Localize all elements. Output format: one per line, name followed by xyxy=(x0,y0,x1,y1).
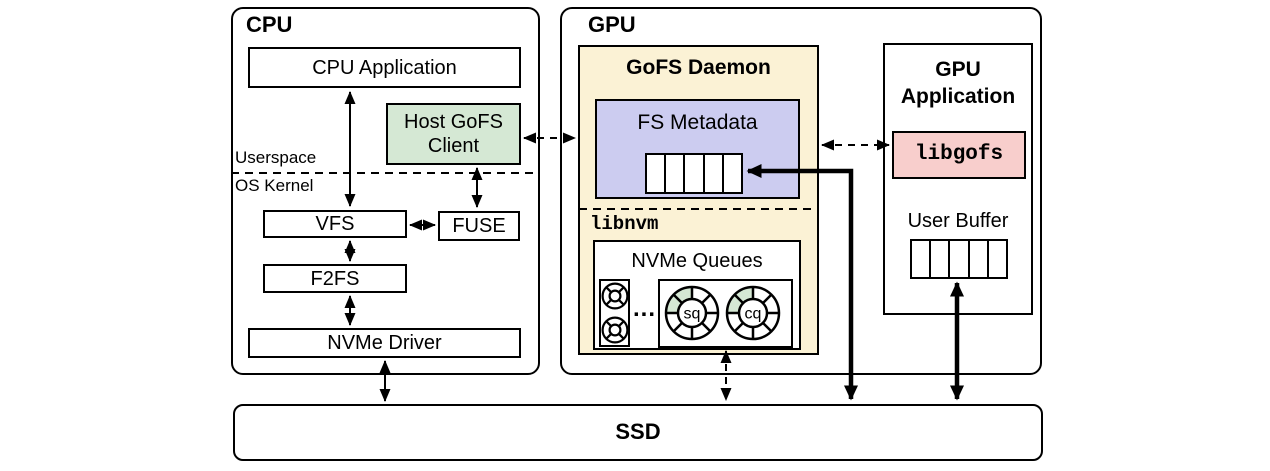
gpu-application-title: GPU Application xyxy=(900,58,1016,109)
user-buffer-label: User Buffer xyxy=(907,210,1009,232)
cpu-application-label: CPU Application xyxy=(312,56,457,79)
ssd-label: SSD xyxy=(615,419,661,445)
buffer-cell xyxy=(645,153,667,194)
f2fs-box: F2FS xyxy=(263,264,407,293)
os-kernel-label: OS Kernel xyxy=(235,176,314,195)
fs-metadata-buffer xyxy=(645,153,744,194)
queues-ellipsis: ... xyxy=(633,295,657,322)
buffer-cell xyxy=(666,153,686,194)
cpu-box-title: CPU xyxy=(246,12,293,37)
sq-label: sq xyxy=(684,306,701,323)
vfs-label: VFS xyxy=(315,213,355,235)
buffer-cell xyxy=(704,153,724,194)
buffer-cell xyxy=(988,239,1009,279)
fuse-label: FUSE xyxy=(452,215,506,237)
user-buffer xyxy=(910,239,1009,279)
host-gofs-client-box: Host GoFS Client xyxy=(386,103,521,165)
cq-label: cq xyxy=(745,306,762,323)
userspace-label: Userspace xyxy=(235,148,317,167)
buffer-cell xyxy=(685,153,705,194)
f2fs-label: F2FS xyxy=(310,267,360,290)
libnvm-label: libnvm xyxy=(590,213,659,235)
fs-metadata-label: FS Metadata xyxy=(637,111,758,134)
buffer-cell xyxy=(723,153,744,194)
ssd-box: SSD xyxy=(233,404,1043,461)
small-queue-ring-icon xyxy=(601,316,629,344)
nvme-driver-box: NVMe Driver xyxy=(248,328,521,358)
gofs-daemon-title: GoFS Daemon xyxy=(626,56,771,79)
host-gofs-client-label: Host GoFS Client xyxy=(404,111,503,157)
fuse-box: FUSE xyxy=(438,211,520,241)
libgofs-label: libgofs xyxy=(914,143,1004,167)
buffer-cell xyxy=(931,239,951,279)
buffer-cell xyxy=(910,239,932,279)
nvme-driver-label: NVMe Driver xyxy=(327,332,442,354)
small-queue-ring-icon xyxy=(601,282,629,310)
vfs-box: VFS xyxy=(263,210,407,238)
libgofs-box: libgofs xyxy=(892,131,1026,179)
nvme-queues-label: NVMe Queues xyxy=(631,250,763,272)
buffer-cell xyxy=(969,239,989,279)
gpu-box-title: GPU xyxy=(588,12,636,37)
cpu-application-box: CPU Application xyxy=(248,47,521,88)
sq-ring-buffer-icon: sq xyxy=(664,285,720,341)
cq-ring-buffer-icon: cq xyxy=(725,285,781,341)
buffer-cell xyxy=(950,239,970,279)
